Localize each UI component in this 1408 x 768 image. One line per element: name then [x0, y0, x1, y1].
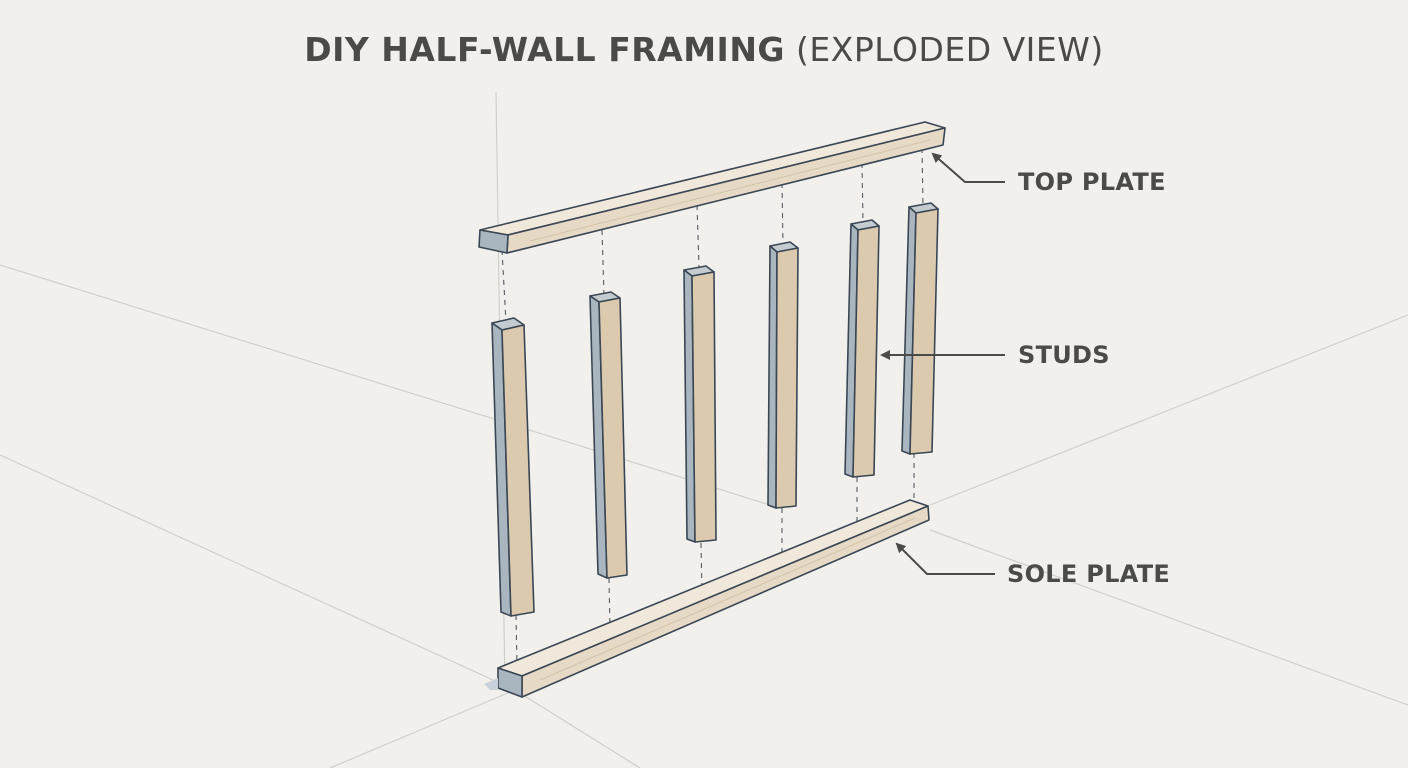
- page-title: DIY HALF-WALL FRAMING (EXPLODED VIEW): [0, 30, 1408, 69]
- dashed-guide: [781, 182, 784, 246]
- stud-2: [589, 291, 628, 579]
- studs-label: STUDS: [1018, 341, 1110, 369]
- sole-plate-shadow: [484, 678, 498, 690]
- title-main: DIY HALF-WALL FRAMING: [304, 30, 786, 69]
- sole-plate: [484, 499, 930, 698]
- studs: [491, 202, 939, 617]
- guide-line: [0, 264, 771, 506]
- stud-4: [767, 241, 799, 509]
- top-plate-label: TOP PLATE: [1018, 168, 1166, 196]
- top-plate-arrow: [931, 152, 1005, 183]
- dashed-guide: [515, 614, 518, 669]
- top-plate-top-face: [479, 121, 946, 236]
- stud-6: [901, 202, 939, 455]
- top-plate-end-face: [478, 229, 509, 254]
- wood-grain: [539, 517, 916, 681]
- callout-arrows: [880, 152, 1005, 575]
- guide-line: [0, 454, 516, 691]
- stud-1: [491, 317, 535, 617]
- top-plate: [478, 121, 946, 254]
- guide-line: [329, 689, 516, 768]
- guide-line: [514, 689, 641, 768]
- sole-plate-label: SOLE PLATE: [1007, 560, 1171, 588]
- dashed-guide: [601, 229, 605, 296]
- guide-line: [929, 314, 1408, 506]
- wood-grain: [529, 139, 931, 242]
- dashed-guide: [861, 162, 864, 223]
- dashed-guide: [501, 249, 507, 323]
- sole-plate-side-face: [521, 505, 930, 698]
- dashed-guide: [696, 204, 700, 269]
- dashed-guide: [608, 577, 611, 631]
- guide-line: [929, 529, 1408, 706]
- stud-5: [844, 219, 880, 478]
- dashed-guide: [921, 147, 924, 207]
- title-sub: (EXPLODED VIEW): [796, 30, 1104, 69]
- sole-plate-arrow: [895, 542, 995, 575]
- stud-3: [683, 265, 717, 543]
